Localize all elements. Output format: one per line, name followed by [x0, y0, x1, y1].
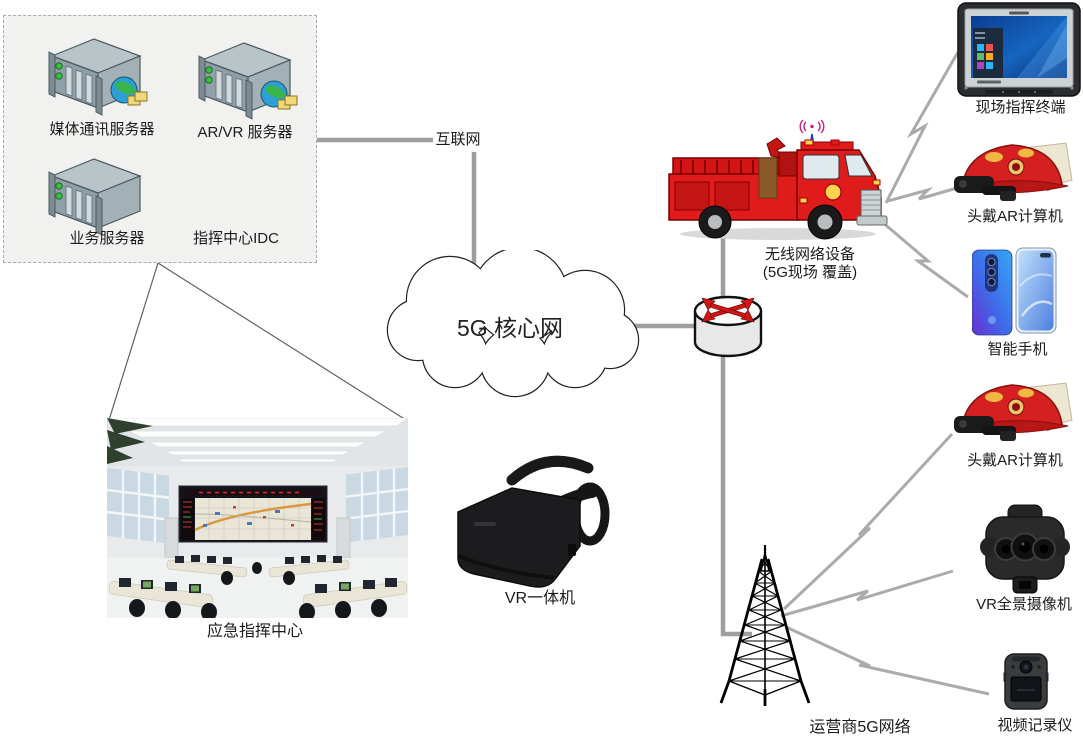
side-windows	[107, 467, 408, 544]
globe-icon	[110, 76, 148, 106]
server-arvr-label: AR/VR 服务器	[197, 124, 293, 141]
vr-headset-icon	[457, 455, 610, 588]
video-recorder-icon	[1003, 653, 1049, 710]
bolt-truck-tablet	[884, 51, 960, 204]
vr-camera-label: VR全景摄像机	[976, 596, 1072, 613]
helmet-ar-icon-bottom	[954, 382, 1073, 441]
server-icon-media	[48, 38, 148, 116]
router-icon	[693, 295, 763, 358]
callout-line-right	[157, 262, 407, 421]
bolt-tower-recorder	[785, 625, 990, 696]
phone-label: 智能手机	[987, 341, 1048, 358]
command-center-label: 应急指挥中心	[206, 623, 303, 640]
chairs	[129, 562, 387, 618]
cloud-5g-core	[386, 250, 640, 398]
smartphone-icon	[972, 247, 1057, 336]
start-tiles	[975, 32, 993, 69]
truck-label-line2: (5G现场 覆盖)	[762, 264, 858, 281]
vr-camera-icon	[980, 504, 1070, 594]
bolt-truck-phone	[880, 219, 969, 299]
carrier-network-label: 运营商5G网络	[809, 719, 911, 736]
helmet-bottom-label: 头戴AR计算机	[967, 452, 1063, 469]
bolt-tower-vrcamera	[780, 569, 954, 618]
internet-label: 互联网	[435, 131, 481, 148]
server-icon-arvr	[198, 42, 298, 120]
tablet-icon	[957, 2, 1081, 97]
ar-device	[954, 416, 1016, 441]
truck-cab	[796, 139, 888, 226]
bolt-truck-helmet	[887, 186, 958, 203]
recorder-label: 视频记录仪	[997, 717, 1073, 734]
truck-wheels	[698, 204, 843, 240]
cell-tower-icon	[719, 545, 811, 706]
truck-label-line1: 无线网络设备	[764, 246, 855, 263]
bolt-tower-helmet	[782, 432, 954, 611]
idc-box: 媒体通讯服务器 AR/VR 服务器	[3, 15, 317, 263]
idc-label: 指挥中心IDC	[193, 230, 279, 247]
globe-icon	[260, 80, 298, 110]
server-media-label: 媒体通讯服务器	[49, 121, 155, 138]
wireless-bolts	[780, 51, 990, 696]
callout-line-left	[108, 262, 159, 421]
palm-leaves	[107, 418, 153, 464]
helmet-ar-icon-top	[954, 142, 1073, 201]
server-business-label: 业务服务器	[69, 230, 145, 247]
fire-truck-icon	[668, 119, 888, 240]
router-arrows	[701, 297, 755, 323]
command-center-photo	[107, 418, 408, 618]
vr-headset-label: VR一体机	[504, 590, 576, 607]
core-network-label: 5G 核心网	[456, 315, 564, 341]
tablet-label: 现场指挥终端	[975, 99, 1066, 116]
video-wall	[178, 485, 328, 543]
server-icon-business	[48, 158, 142, 236]
console-desks	[108, 555, 408, 618]
helmet-top-label: 头戴AR计算机	[967, 208, 1063, 225]
ar-device	[954, 176, 1016, 201]
